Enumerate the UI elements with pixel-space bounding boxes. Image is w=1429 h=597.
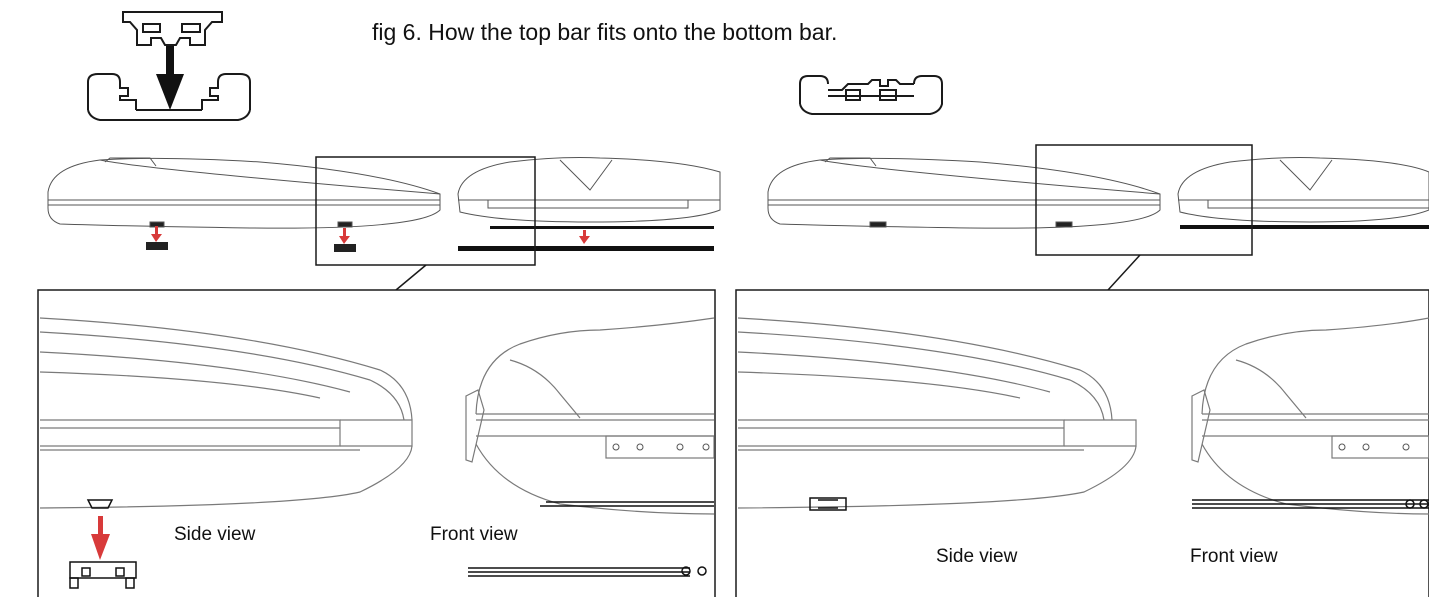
side-box-outline: [47, 157, 441, 229]
left-side-view-label: Side view: [174, 524, 256, 545]
top-bar-profile: [122, 11, 223, 46]
left-thumbnail: [47, 157, 721, 229]
insert-arrow: [156, 46, 184, 110]
right-zoom-leader: [1107, 254, 1141, 291]
right-zoom-frame: [1035, 144, 1253, 256]
left-thumbnail-red-arrows: [151, 226, 590, 244]
right-side-view-label: Side view: [936, 546, 1018, 567]
left-thumbnail-rails: [146, 226, 714, 252]
side-box-outline-right: [767, 157, 1161, 229]
right-thumbnail: [767, 157, 1429, 229]
left-zoom-leader: [395, 264, 427, 291]
bottom-bar-profile: [87, 73, 251, 121]
assembled-profile: [799, 75, 943, 115]
left-detail-red-arrow: [91, 516, 110, 560]
front-box-outline-right: [1177, 157, 1429, 223]
right-front-view-label: Front view: [1190, 546, 1278, 567]
front-box-outline: [457, 157, 721, 223]
right-thumbnail-rail: [1180, 225, 1429, 229]
left-detail-panel: Side view Front view: [37, 289, 716, 597]
figure-caption: fig 6. How the top bar fits onto the bot…: [372, 19, 837, 45]
left-front-view-label: Front view: [430, 524, 518, 545]
right-detail-panel: Side view Front view: [735, 289, 1429, 597]
